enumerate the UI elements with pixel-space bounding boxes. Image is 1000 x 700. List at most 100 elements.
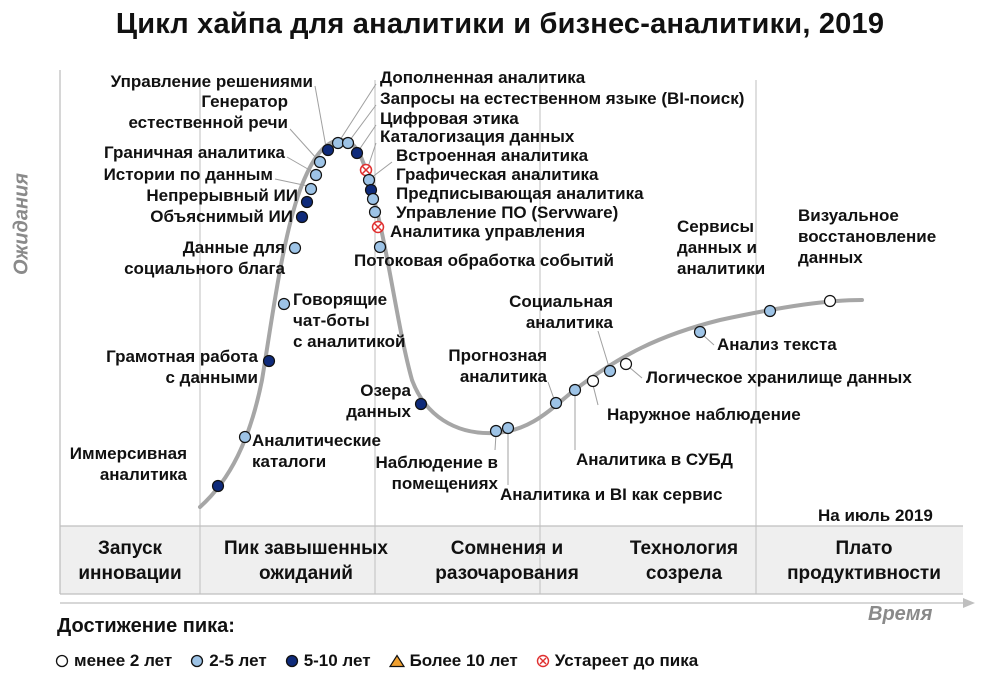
leader-line: [370, 161, 393, 179]
technology-marker: [366, 192, 380, 206]
technology-label: Граничная аналитика: [104, 143, 285, 162]
legend-item-more-10-years: Более 10 лет: [388, 651, 518, 671]
technology-label: Графическая аналитика: [396, 165, 599, 184]
technology-label: Аналитика в СУБД: [576, 450, 733, 469]
time-axis-arrow: [963, 598, 975, 608]
technology-label: Встроенная аналитика: [396, 146, 589, 165]
technology-label: Потоковая обработка событий: [354, 251, 614, 270]
technology-marker: [549, 396, 563, 410]
technology-marker: [288, 241, 302, 255]
leader-line: [358, 124, 377, 151]
technology-label: Управление решениями: [111, 72, 313, 91]
technology-marker: [414, 397, 428, 411]
legend-label: 5-10 лет: [303, 651, 371, 670]
legend-item-less-2-years: менее 2 лет: [55, 651, 172, 671]
technology-label: Непрерывный ИИ: [146, 186, 298, 205]
technology-label: Предписывающая аналитика: [396, 184, 644, 203]
technology-marker: [568, 383, 582, 397]
technology-label: Наружное наблюдение: [607, 405, 801, 424]
x-axis-label: Время: [868, 603, 933, 625]
legend-label: 2-5 лет: [209, 651, 267, 670]
technology-marker: [373, 240, 387, 254]
phase-innovation-trigger: Запуск инновации: [78, 538, 182, 584]
technology-label: Аналитика управления: [390, 222, 585, 241]
leader-line: [597, 330, 610, 368]
technology-label: Истории по данным: [104, 165, 273, 184]
leader-line: [349, 104, 377, 141]
technology-marker: [619, 357, 633, 371]
legend-title: Достижение пика:: [57, 615, 235, 637]
orange-triangle-icon: [388, 654, 405, 668]
technology-marker: [341, 136, 355, 150]
technology-label: Объяснимый ИИ: [150, 207, 293, 226]
legend: менее 2 лет 2-5 лет 5-10 лет Более 10 ле…: [55, 650, 716, 672]
technology-marker: [300, 195, 314, 209]
technology-marker: [277, 297, 291, 311]
as-of-date: На июль 2019: [818, 506, 933, 525]
leader-line: [702, 334, 715, 346]
technology-marker: [603, 364, 617, 378]
legend-label: Устареет до пика: [554, 651, 699, 670]
phase-trough-disillusionment: Сомнения и разочарования: [435, 538, 579, 584]
legend-item-2-5-years: 2-5 лет: [190, 651, 267, 671]
legend-label: менее 2 лет: [74, 651, 173, 670]
hype-curve: [198, 137, 864, 509]
technology-label: Управление ПО (Servware): [396, 203, 618, 222]
leader-line: [367, 142, 377, 168]
leader-line: [339, 83, 377, 141]
technology-marker: [350, 146, 364, 160]
technology-marker: [693, 325, 707, 339]
technology-marker: [238, 430, 252, 444]
technology-marker: [262, 354, 276, 368]
legend-label: Более 10 лет: [409, 651, 518, 670]
technology-label: Аналитика и BI как сервис: [500, 485, 722, 504]
phase-peak-expectations: Пик завышенных ожиданий: [224, 538, 388, 584]
phase-band: [60, 526, 963, 594]
technology-marker: [331, 136, 345, 150]
technology-marker: [501, 421, 515, 435]
technology-marker: [489, 424, 503, 438]
technology-label: Анализ текста: [717, 335, 837, 354]
technology-marker: [304, 182, 318, 196]
marker-obsolete: [371, 220, 385, 234]
y-axis-label: Ожидания: [10, 172, 33, 276]
red-crossed-circle-icon: [536, 654, 549, 668]
leader-line: [547, 381, 555, 400]
technology-marker: [362, 173, 376, 187]
marker-obsolete: [359, 163, 373, 177]
leader-line: [628, 366, 643, 379]
light-blue-circle-icon: [191, 654, 204, 668]
technology-marker: [211, 479, 225, 493]
leader-line: [274, 178, 309, 187]
technology-marker: [368, 205, 382, 219]
chart-title: Цикл хайпа для аналитики и бизнес-аналит…: [115, 8, 885, 40]
technology-marker: [321, 143, 335, 157]
technology-marker: [309, 168, 323, 182]
technology-label: Дополненная аналитика: [380, 68, 586, 87]
phase-plateau-productivity: Плато продуктивности: [787, 538, 941, 584]
dark-blue-circle-icon: [285, 654, 298, 668]
technology-label: Логическое хранилище данных: [646, 368, 912, 387]
legend-item-5-10-years: 5-10 лет: [285, 651, 371, 671]
leader-line: [286, 156, 314, 173]
technology-marker: [295, 210, 309, 224]
technology-marker: [823, 294, 837, 308]
technology-marker: [586, 374, 600, 388]
leader-line: [592, 384, 599, 406]
technology-marker: [763, 304, 777, 318]
open-circle-icon: [55, 654, 69, 668]
phase-slope-enlightenment: Технология созрела: [629, 538, 739, 584]
leader-line: [289, 128, 318, 160]
technology-label: Запросы на естественном языке (BI-поиск): [380, 89, 744, 108]
